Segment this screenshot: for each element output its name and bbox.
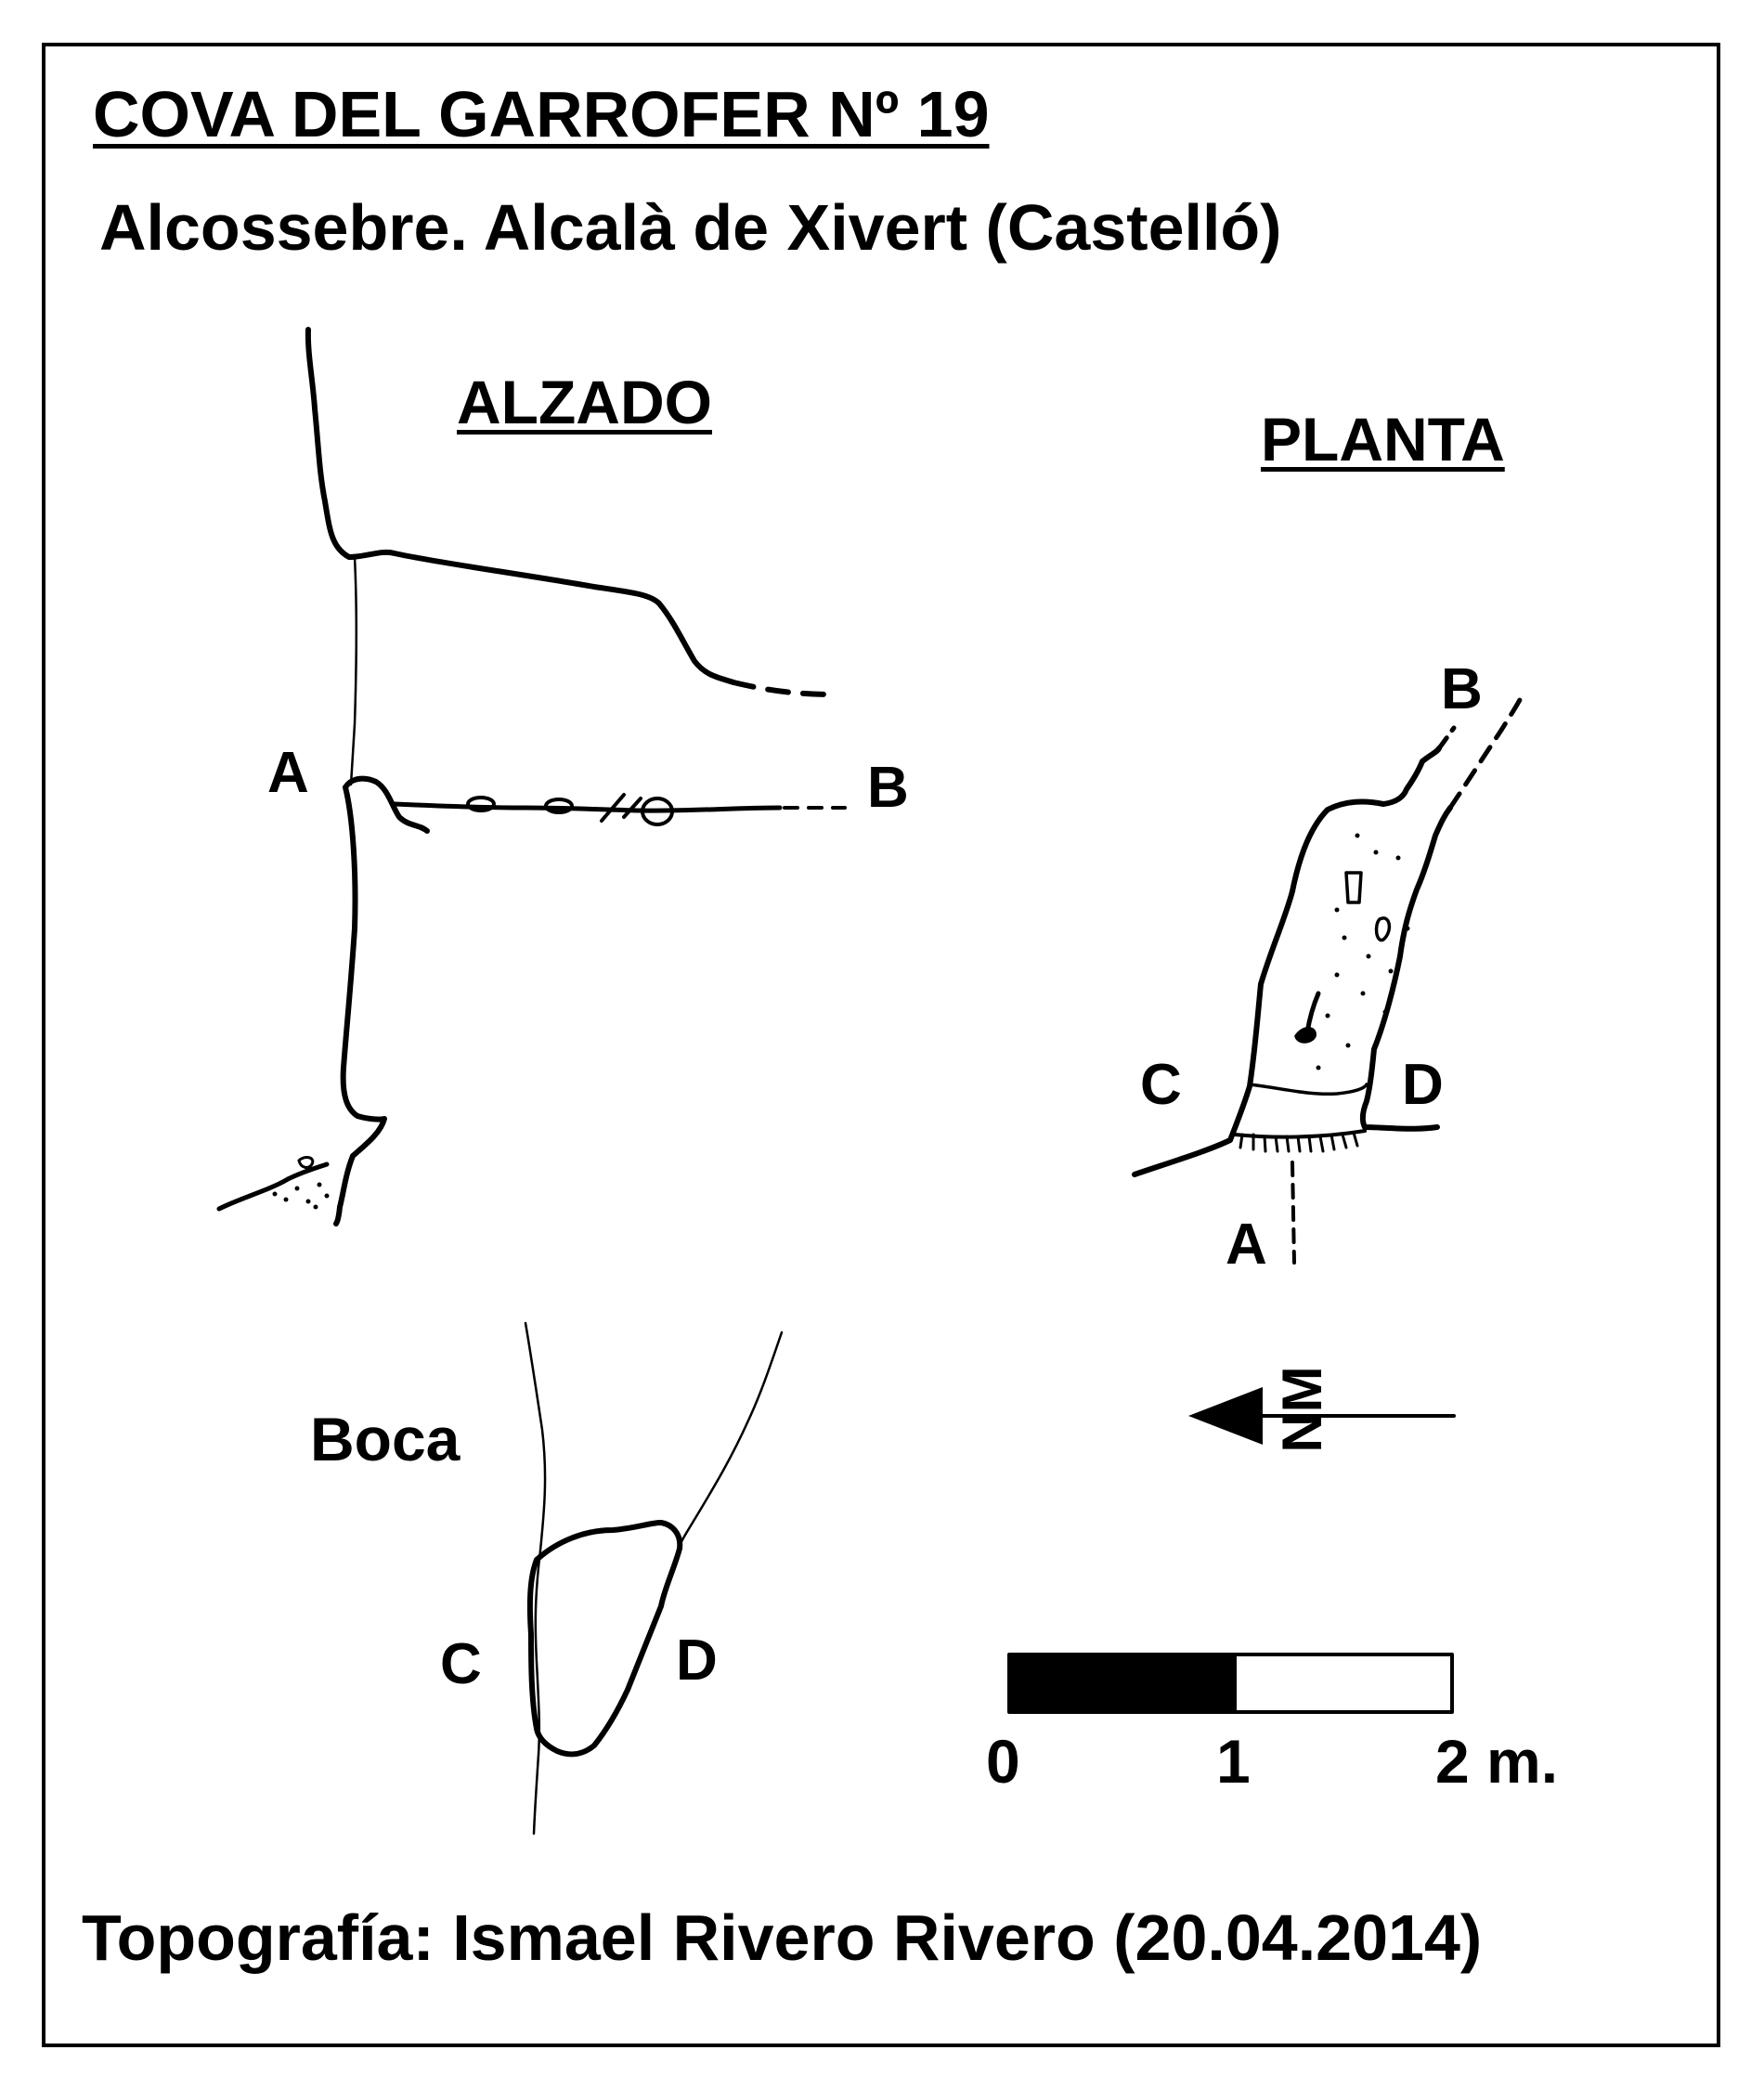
plan-floor-rock xyxy=(1294,1027,1317,1044)
scale-bar xyxy=(1007,1653,1454,1714)
elevation-section xyxy=(216,327,847,1226)
entrance-left-rock-line xyxy=(524,1321,547,1836)
plan-floor-gravel xyxy=(1316,833,1410,1070)
elevation-rock-crack xyxy=(622,797,642,819)
sheet-frame xyxy=(42,43,1720,2047)
plan-entrance-rim xyxy=(1233,1129,1367,1139)
elevation-rock-crack xyxy=(600,793,626,823)
entrance-label-c: C xyxy=(440,1632,482,1696)
elevation-label-a: A xyxy=(267,741,309,805)
scale-bar-segment-filled xyxy=(1007,1653,1237,1714)
elevation-label-b: B xyxy=(867,756,909,820)
plan-label-a: A xyxy=(1226,1213,1267,1277)
plan-floor-block xyxy=(1374,916,1392,942)
plan-entrance-line xyxy=(1248,1083,1368,1096)
entrance-outline xyxy=(526,1520,683,1758)
plan-label-c: C xyxy=(1140,1053,1182,1117)
entrance-label-d: D xyxy=(676,1628,718,1693)
plan-heading: PLANTA xyxy=(1261,405,1505,474)
plan-floor-stroke xyxy=(1304,991,1321,1035)
elevation-ceiling-dashed xyxy=(731,680,838,697)
elevation-ceiling xyxy=(346,549,736,685)
elevation-base-rubble xyxy=(272,1182,330,1210)
elevation-base-slope xyxy=(216,1161,330,1212)
entrance-right-rock-line xyxy=(676,1330,784,1552)
elevation-heading: ALZADO xyxy=(457,368,712,436)
scale-tick-0: 0 xyxy=(986,1727,1020,1796)
plan-section xyxy=(1132,692,1525,1265)
north-arrow xyxy=(1188,1387,1456,1445)
elevation-rock xyxy=(466,796,496,812)
cave-location: Alcossebre. Alcalà de Xivert (Castelló) xyxy=(99,191,1282,264)
plan-left-wall-dashed xyxy=(1436,725,1457,751)
cave-title: COVA DEL GARROFER Nº 19 xyxy=(93,78,990,150)
elevation-floor-line xyxy=(392,801,783,813)
elevation-upper-wall xyxy=(305,327,352,560)
north-arrow-head xyxy=(1188,1387,1263,1445)
plan-label-b: B xyxy=(1441,657,1483,721)
plan-section-line-a xyxy=(1291,1161,1296,1265)
plan-entrance-hatching xyxy=(1239,1131,1359,1153)
elevation-centerline xyxy=(349,555,358,786)
scale-tick-2: 2 m. xyxy=(1435,1727,1559,1796)
elevation-base-detail xyxy=(297,1156,315,1169)
elevation-rock xyxy=(544,798,574,814)
scale-bar-segment-empty xyxy=(1233,1653,1454,1714)
plan-label-d: D xyxy=(1402,1053,1444,1117)
entrance-heading: Boca xyxy=(310,1405,460,1473)
plan-right-wall xyxy=(1359,805,1453,1132)
elevation-rock xyxy=(641,797,674,826)
plan-left-wall xyxy=(1132,746,1442,1177)
plan-right-wall-dashed xyxy=(1447,692,1525,811)
elevation-floor-lip xyxy=(343,775,430,834)
survey-credit: Topografía: Ismael Rivero Rivero (20.04.… xyxy=(82,1901,1483,1974)
entrance-section xyxy=(524,1321,784,1836)
plan-floor-block xyxy=(1344,871,1363,904)
elevation-lower-wall xyxy=(333,785,387,1226)
north-arrow-label: NM xyxy=(1271,1366,1333,1453)
scale-tick-1: 1 xyxy=(1216,1727,1251,1796)
